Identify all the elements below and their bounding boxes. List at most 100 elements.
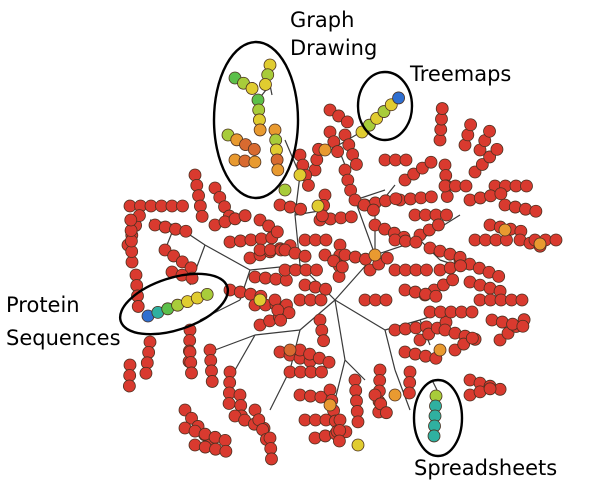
tree-node [368, 248, 382, 262]
tree-node [122, 379, 136, 393]
tree-node [495, 315, 509, 329]
tree-edge [334, 299, 386, 331]
tree-node [233, 285, 247, 299]
tree-node [402, 386, 416, 400]
tree-node [506, 317, 519, 331]
tree-node [338, 248, 352, 262]
label-drawing: Drawing [290, 36, 377, 60]
tree-node [265, 452, 278, 466]
tree-node [350, 157, 363, 171]
tree-node [131, 300, 145, 313]
tree-node [429, 289, 443, 303]
tree-node [367, 203, 380, 217]
tree-node [351, 438, 365, 452]
tree-node [446, 273, 460, 287]
label-graph: Graph [290, 8, 354, 32]
tree-node [484, 189, 497, 203]
tree-node [392, 91, 405, 105]
tree-node [190, 178, 204, 192]
protein-sequences-highlight-ellipse [118, 272, 230, 336]
tree-node [317, 334, 330, 348]
tree-node [318, 429, 332, 443]
tree-node [188, 168, 202, 182]
tree-node [248, 155, 262, 169]
tree-edge [394, 369, 411, 411]
tree-edge [354, 199, 376, 256]
tree-node [419, 349, 432, 363]
tree-node [318, 143, 332, 157]
tree-node [498, 198, 512, 212]
tree-node [433, 343, 447, 357]
tree-node [520, 179, 533, 193]
tree-node [298, 278, 312, 292]
tree-node [283, 200, 297, 214]
tree-node [463, 193, 477, 207]
tree-node [464, 118, 478, 132]
tree-node [398, 283, 412, 297]
tree-node [483, 218, 497, 232]
tree-node [205, 375, 219, 388]
tree-node [247, 142, 261, 156]
tree-node [380, 251, 394, 265]
tree-node [238, 209, 252, 223]
tree-node [454, 259, 467, 273]
tree-node [389, 192, 403, 206]
tree-node [185, 366, 198, 380]
tree-node [379, 293, 393, 307]
tree-node [310, 263, 323, 277]
spreadsheets-highlight-ellipse [412, 378, 464, 458]
tree-node [294, 202, 307, 216]
tree-node [443, 261, 457, 275]
treemaps-highlight-ellipse [356, 70, 414, 142]
tree-node [322, 355, 336, 369]
tree-node [319, 282, 332, 296]
tree-node [158, 220, 172, 234]
tree-node [398, 345, 412, 359]
tree-node [176, 199, 189, 213]
tree-node [245, 82, 259, 95]
tree-node [483, 124, 496, 138]
tree-edge [214, 334, 256, 351]
tree-node [419, 287, 432, 301]
label-spreadsheets: Spreadsheets [414, 456, 557, 480]
tree-node [293, 168, 307, 182]
tree-node [424, 190, 438, 204]
tree-node [409, 235, 423, 249]
tree-node [219, 444, 233, 458]
tree-node [408, 347, 422, 361]
tree-node [388, 388, 402, 402]
tree-node [270, 225, 284, 239]
tree-node [420, 263, 433, 277]
tree-node [379, 194, 392, 208]
tree-node [440, 190, 454, 203]
tree-node [218, 434, 232, 447]
tree-node [200, 287, 214, 301]
tree-node [435, 102, 449, 115]
tree-node [310, 153, 324, 167]
tree-node [483, 382, 497, 396]
tree-node [348, 250, 362, 264]
tree-node [259, 78, 272, 91]
tree-edge [334, 359, 346, 401]
tree-node [490, 143, 504, 156]
tree-node [399, 153, 413, 167]
tree-node [323, 383, 337, 397]
tree-node [424, 155, 438, 169]
tree-node [519, 202, 532, 216]
tree-node [209, 442, 222, 456]
tree-node [308, 431, 322, 445]
tree-node [298, 249, 312, 263]
tree-edge [204, 244, 251, 271]
tree-node [283, 343, 297, 357]
tree-node [315, 365, 328, 379]
tree-node [253, 123, 267, 137]
tree-node [494, 187, 508, 201]
graph-drawing-highlight-ellipse [212, 40, 300, 200]
tree-node [302, 178, 315, 192]
tree-edge [344, 359, 366, 381]
tree-node [408, 285, 422, 299]
tree-node [379, 406, 393, 420]
tree-node [179, 224, 193, 238]
tree-edge [384, 329, 396, 371]
tree-node [485, 313, 499, 327]
